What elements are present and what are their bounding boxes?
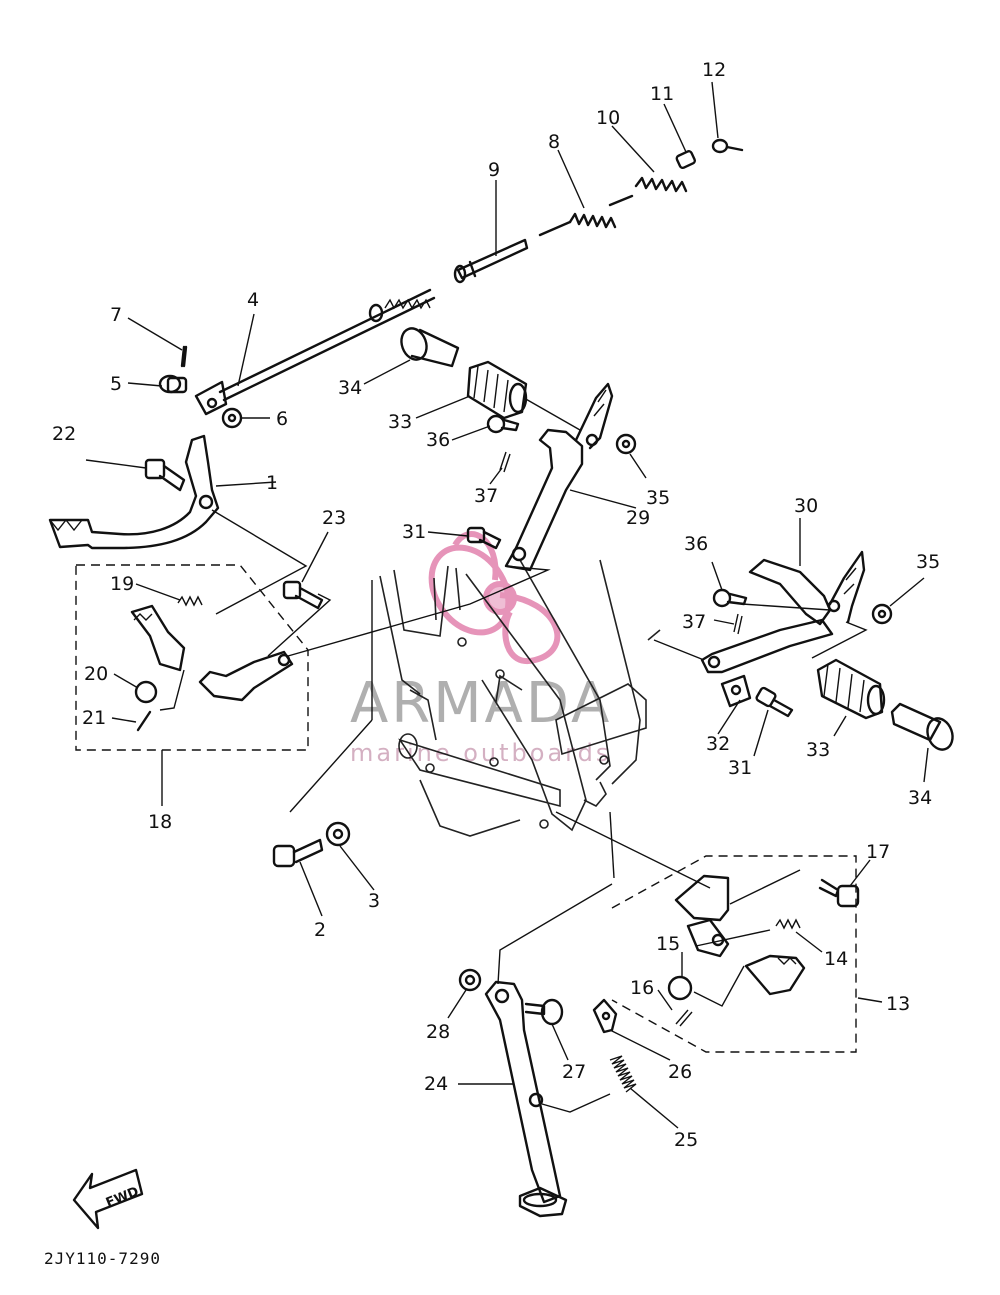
- part-23-bolt: [282, 580, 324, 610]
- callout-8: 8: [548, 131, 560, 153]
- callout-32: 32: [706, 733, 730, 755]
- callout-37-upper: 37: [474, 485, 498, 507]
- callout-labels: 1 2 3 4 5 6 7 8 9 10 11 12 13 14 15 16 1…: [52, 59, 940, 1151]
- part-29-footrest-bracket: [504, 382, 614, 572]
- callout-22: 22: [52, 423, 76, 445]
- callout-12: 12: [702, 59, 726, 81]
- part-37-cotter-pin: [499, 451, 511, 473]
- callout-2: 2: [314, 919, 326, 941]
- callout-11: 11: [650, 83, 674, 105]
- part-33-footrest-rubber: [466, 360, 528, 420]
- part-1-brake-pedal: [48, 434, 220, 550]
- part-34-pin: [890, 702, 954, 751]
- callout-29: 29: [626, 507, 650, 529]
- part-9-rod: [453, 238, 529, 284]
- part-33-footrest-rubber: [816, 658, 886, 720]
- callout-1: 1: [266, 472, 278, 494]
- callout-21: 21: [82, 707, 106, 729]
- callout-37-lower: 37: [682, 611, 706, 633]
- part-15-pin: [667, 975, 693, 1001]
- callout-15: 15: [656, 933, 680, 955]
- part-17-bolt: [818, 878, 860, 908]
- callout-7: 7: [110, 304, 122, 326]
- part-5-joint-pin: [158, 374, 188, 394]
- part-19-spring: [177, 595, 203, 607]
- callout-24: 24: [424, 1073, 448, 1095]
- part-24-sidestand: [484, 980, 568, 1218]
- part-30-footrest-bracket: [700, 550, 866, 674]
- part-26-bracket: [592, 998, 618, 1034]
- callout-14: 14: [824, 948, 848, 970]
- callout-5: 5: [110, 373, 122, 395]
- watermark-title: ARMADA: [350, 671, 612, 736]
- brake-rod-assembly: [158, 138, 744, 429]
- fwd-label: FWD: [104, 1184, 141, 1211]
- part-22-bolt: [144, 458, 186, 492]
- part-31-bolt: [466, 526, 502, 550]
- part-25-spring: [609, 1055, 637, 1093]
- part-21-cotter-pin: [136, 710, 152, 732]
- part-20-pin: [134, 680, 158, 704]
- callout-4: 4: [247, 289, 259, 311]
- part-14-spring: [775, 918, 801, 930]
- part-8-spring: [568, 212, 617, 229]
- callout-25: 25: [674, 1129, 698, 1151]
- callout-30: 30: [794, 495, 818, 517]
- part-7-cotter-pin: [180, 345, 188, 368]
- propeller-logo-icon: [428, 531, 561, 665]
- part-3-washer: [325, 821, 351, 847]
- part-28-washer: [458, 968, 482, 992]
- callout-28: 28: [426, 1021, 450, 1043]
- callout-6: 6: [276, 408, 288, 430]
- part-27-bolt: [524, 998, 564, 1026]
- callout-23: 23: [322, 507, 346, 529]
- callout-36-upper: 36: [426, 429, 450, 451]
- part-36-pin: [712, 588, 748, 608]
- callout-33-upper: 33: [388, 411, 412, 433]
- callout-34-upper: 34: [338, 377, 362, 399]
- part-12-clip: [711, 138, 744, 154]
- part-34-pin: [400, 327, 460, 368]
- part-10-spring: [634, 176, 688, 193]
- callout-31-upper: 31: [402, 521, 426, 543]
- part-6-washer: [221, 407, 243, 429]
- callout-27: 27: [562, 1061, 586, 1083]
- fwd-arrow-icon: FWD: [72, 1168, 144, 1230]
- callout-33-lower: 33: [806, 739, 830, 761]
- callout-17: 17: [866, 841, 890, 863]
- watermark-subtitle: marine outboards: [350, 739, 611, 767]
- callout-16: 16: [630, 977, 654, 999]
- watermark-logo: ARMADA marine outboards: [350, 531, 612, 767]
- callout-20: 20: [84, 663, 108, 685]
- part-37-cotter-pin: [733, 613, 743, 635]
- callout-35-lower: 35: [916, 551, 940, 573]
- callout-19: 19: [110, 573, 134, 595]
- callout-35-upper: 35: [646, 487, 670, 509]
- assembly-13-outline: [611, 855, 857, 1053]
- callout-10: 10: [596, 107, 620, 129]
- callout-26: 26: [668, 1061, 692, 1083]
- callout-31-lower: 31: [728, 757, 752, 779]
- assembly-18-outline: [75, 564, 309, 751]
- callout-34-lower: 34: [908, 787, 932, 809]
- callout-18: 18: [148, 811, 172, 833]
- diagram-code: 2JY110-7290: [44, 1249, 161, 1268]
- part-31-bolt: [755, 686, 794, 718]
- callout-9: 9: [488, 159, 500, 181]
- part-11-nut: [675, 150, 696, 170]
- part-2-bolt: [272, 838, 324, 868]
- part-35-nut: [871, 603, 893, 625]
- callout-3: 3: [368, 890, 380, 912]
- callout-36-lower: 36: [684, 533, 708, 555]
- callout-13: 13: [886, 993, 910, 1015]
- frame-section: [379, 559, 661, 837]
- part-4-brake-rod: [194, 288, 436, 416]
- part-32-plate: [720, 674, 752, 708]
- part-36-pin: [486, 414, 520, 434]
- part-16-cotter-pin: [675, 1009, 693, 1027]
- leader-lines: [85, 81, 929, 1129]
- part-35-nut: [615, 433, 637, 455]
